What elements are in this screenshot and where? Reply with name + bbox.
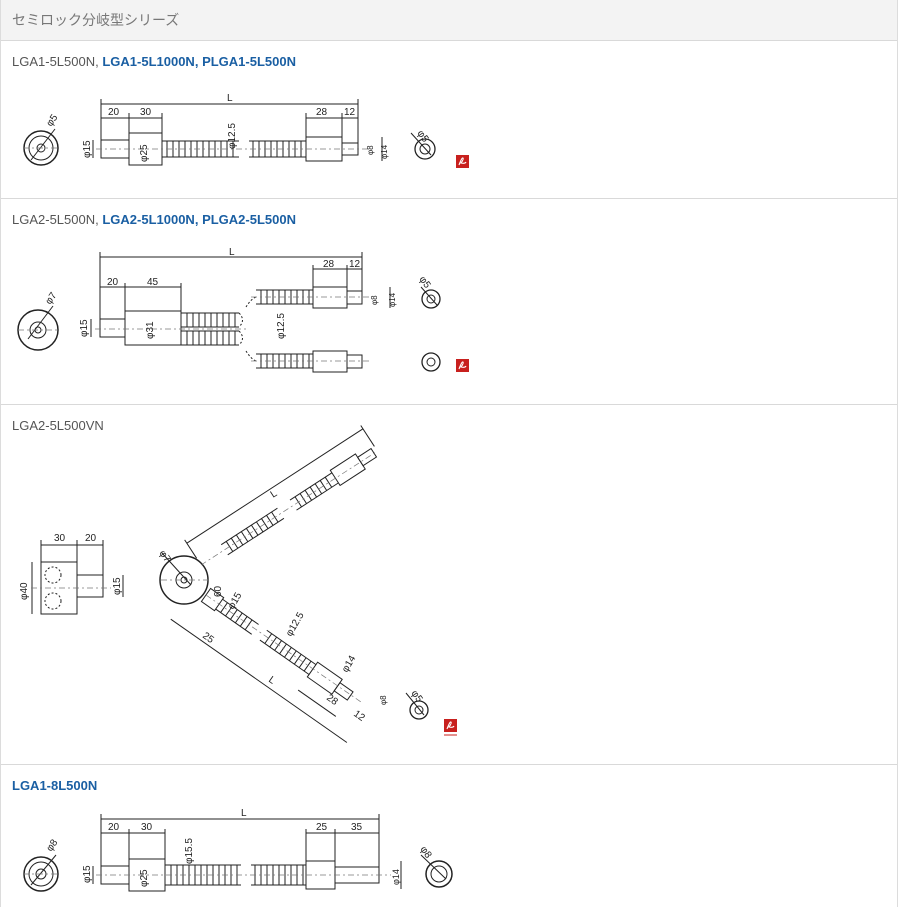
product-section-lga1-8l: LGA1-8L500N xyxy=(1,765,897,907)
dim-12: 12 xyxy=(344,107,356,118)
pdf-icon[interactable] xyxy=(456,359,469,372)
dim-phi40: φ40 xyxy=(19,582,30,600)
dim-20: 20 xyxy=(107,277,119,288)
dim-phi14: φ14 xyxy=(380,144,389,159)
dim-phi12-5: φ12.5 xyxy=(284,610,307,638)
dim-25: 25 xyxy=(200,630,216,646)
section-title: LGA2-5L500VN xyxy=(12,418,104,433)
link-separator: , xyxy=(194,54,203,69)
dimension-drawing: L 20 45 28 12 φ7 φ15 φ31 φ12.5 φ8 φ14 φ5 xyxy=(17,247,469,373)
model-link-plga2-5l500n[interactable]: PLGA2-5L500N xyxy=(202,212,296,227)
dim-phi5: φ5 xyxy=(417,274,433,291)
dimension-drawing: L 20 30 28 12 φ5 φ15 φ25 φ12.5 φ8 φ14 φ5 xyxy=(23,93,469,168)
dim-60: 60 xyxy=(213,585,224,597)
pdf-icon[interactable] xyxy=(444,719,457,736)
dim-l: L xyxy=(229,247,235,258)
dim-30: 30 xyxy=(140,107,152,118)
model-link-plga1-5l500n[interactable]: PLGA1-5L500N xyxy=(202,54,296,69)
dim-l: L xyxy=(241,808,247,819)
dim-phi25: φ25 xyxy=(139,869,150,887)
dim-35: 35 xyxy=(351,822,363,833)
dim-20: 20 xyxy=(108,822,120,833)
dim-l-upper: L xyxy=(269,488,280,500)
dim-l: L xyxy=(227,93,233,104)
product-section-lga2-5l500vn: LGA2-5L500VN xyxy=(1,405,897,765)
dim-phi15: φ15 xyxy=(79,319,90,337)
dim-phi31: φ31 xyxy=(145,321,156,339)
dim-phi8: φ8 xyxy=(370,295,379,305)
link-separator: , xyxy=(194,212,203,227)
section-title: LGA1-8L500N xyxy=(12,778,97,793)
dim-28: 28 xyxy=(324,692,340,708)
series-title: セミロック分岐型シリーズ xyxy=(12,12,180,28)
dim-28: 28 xyxy=(323,259,335,270)
dim-28: 28 xyxy=(316,107,328,118)
model-name: LGA2-5L500N, xyxy=(12,212,103,227)
dim-phi12-5: φ12.5 xyxy=(276,313,287,339)
dim-12: 12 xyxy=(351,708,367,724)
page-header: セミロック分岐型シリーズ xyxy=(1,0,897,41)
dim-phi15: φ15 xyxy=(82,865,93,883)
dim-45: 45 xyxy=(147,277,159,288)
dim-20: 20 xyxy=(85,533,97,544)
dim-phi25: φ25 xyxy=(139,144,150,162)
pdf-icon[interactable] xyxy=(456,155,469,168)
dim-30: 30 xyxy=(141,822,153,833)
dim-20: 20 xyxy=(108,107,120,118)
dim-phi15: φ15 xyxy=(82,140,93,158)
model-link-lga1-8l500n[interactable]: LGA1-8L500N xyxy=(12,778,98,793)
dim-phi15-lower: φ15 xyxy=(226,590,245,611)
product-section-lga1-5l: LGA1-5L500N, LGA1-5L1000N, PLGA1-5L500N xyxy=(1,41,897,199)
dim-phi15-5: φ15.5 xyxy=(184,838,195,864)
dim-phi8: φ8 xyxy=(379,695,388,705)
dim-25: 25 xyxy=(316,822,328,833)
section-title: LGA2-5L500N, LGA2-5L1000N, PLGA2-5L500N xyxy=(12,212,296,227)
dim-phi8: φ8 xyxy=(366,145,375,155)
dim-phi12-5: φ12.5 xyxy=(227,123,238,149)
dim-12: 12 xyxy=(349,259,361,270)
section-title: LGA1-5L500N, LGA1-5L1000N, PLGA1-5L500N xyxy=(12,54,296,69)
dim-phi8-right: φ8 xyxy=(418,844,434,861)
model-link-lga1-5l1000n[interactable]: LGA1-5L1000N xyxy=(102,54,195,69)
model-name: LGA1-5L500N, xyxy=(12,54,103,69)
model-link-lga2-5l1000n[interactable]: LGA2-5L1000N xyxy=(102,212,195,227)
dim-phi14: φ14 xyxy=(340,653,359,674)
dim-30: 30 xyxy=(54,533,66,544)
dimension-drawing: 30 20 φ40 φ15 φ7 60 φ15 25 φ12.5 φ14 L L… xyxy=(19,425,457,743)
dim-phi8-left: φ8 xyxy=(44,837,60,854)
dim-phi5: φ5 xyxy=(409,688,425,705)
product-section-lga2-5l: LGA2-5L500N, LGA2-5L1000N, PLGA2-5L500N xyxy=(1,199,897,405)
dim-phi5-left: φ5 xyxy=(44,112,60,129)
model-name: LGA2-5L500VN xyxy=(12,418,104,433)
dim-phi7: φ7 xyxy=(43,290,59,307)
dim-l-lower: L xyxy=(266,674,277,686)
dim-phi14: φ14 xyxy=(388,292,397,307)
dim-phi14: φ14 xyxy=(391,869,401,885)
dimension-drawing: L 20 30 25 35 φ8 φ15 φ25 φ15.5 φ14 φ8 xyxy=(23,808,453,892)
dim-phi15: φ15 xyxy=(112,577,123,595)
